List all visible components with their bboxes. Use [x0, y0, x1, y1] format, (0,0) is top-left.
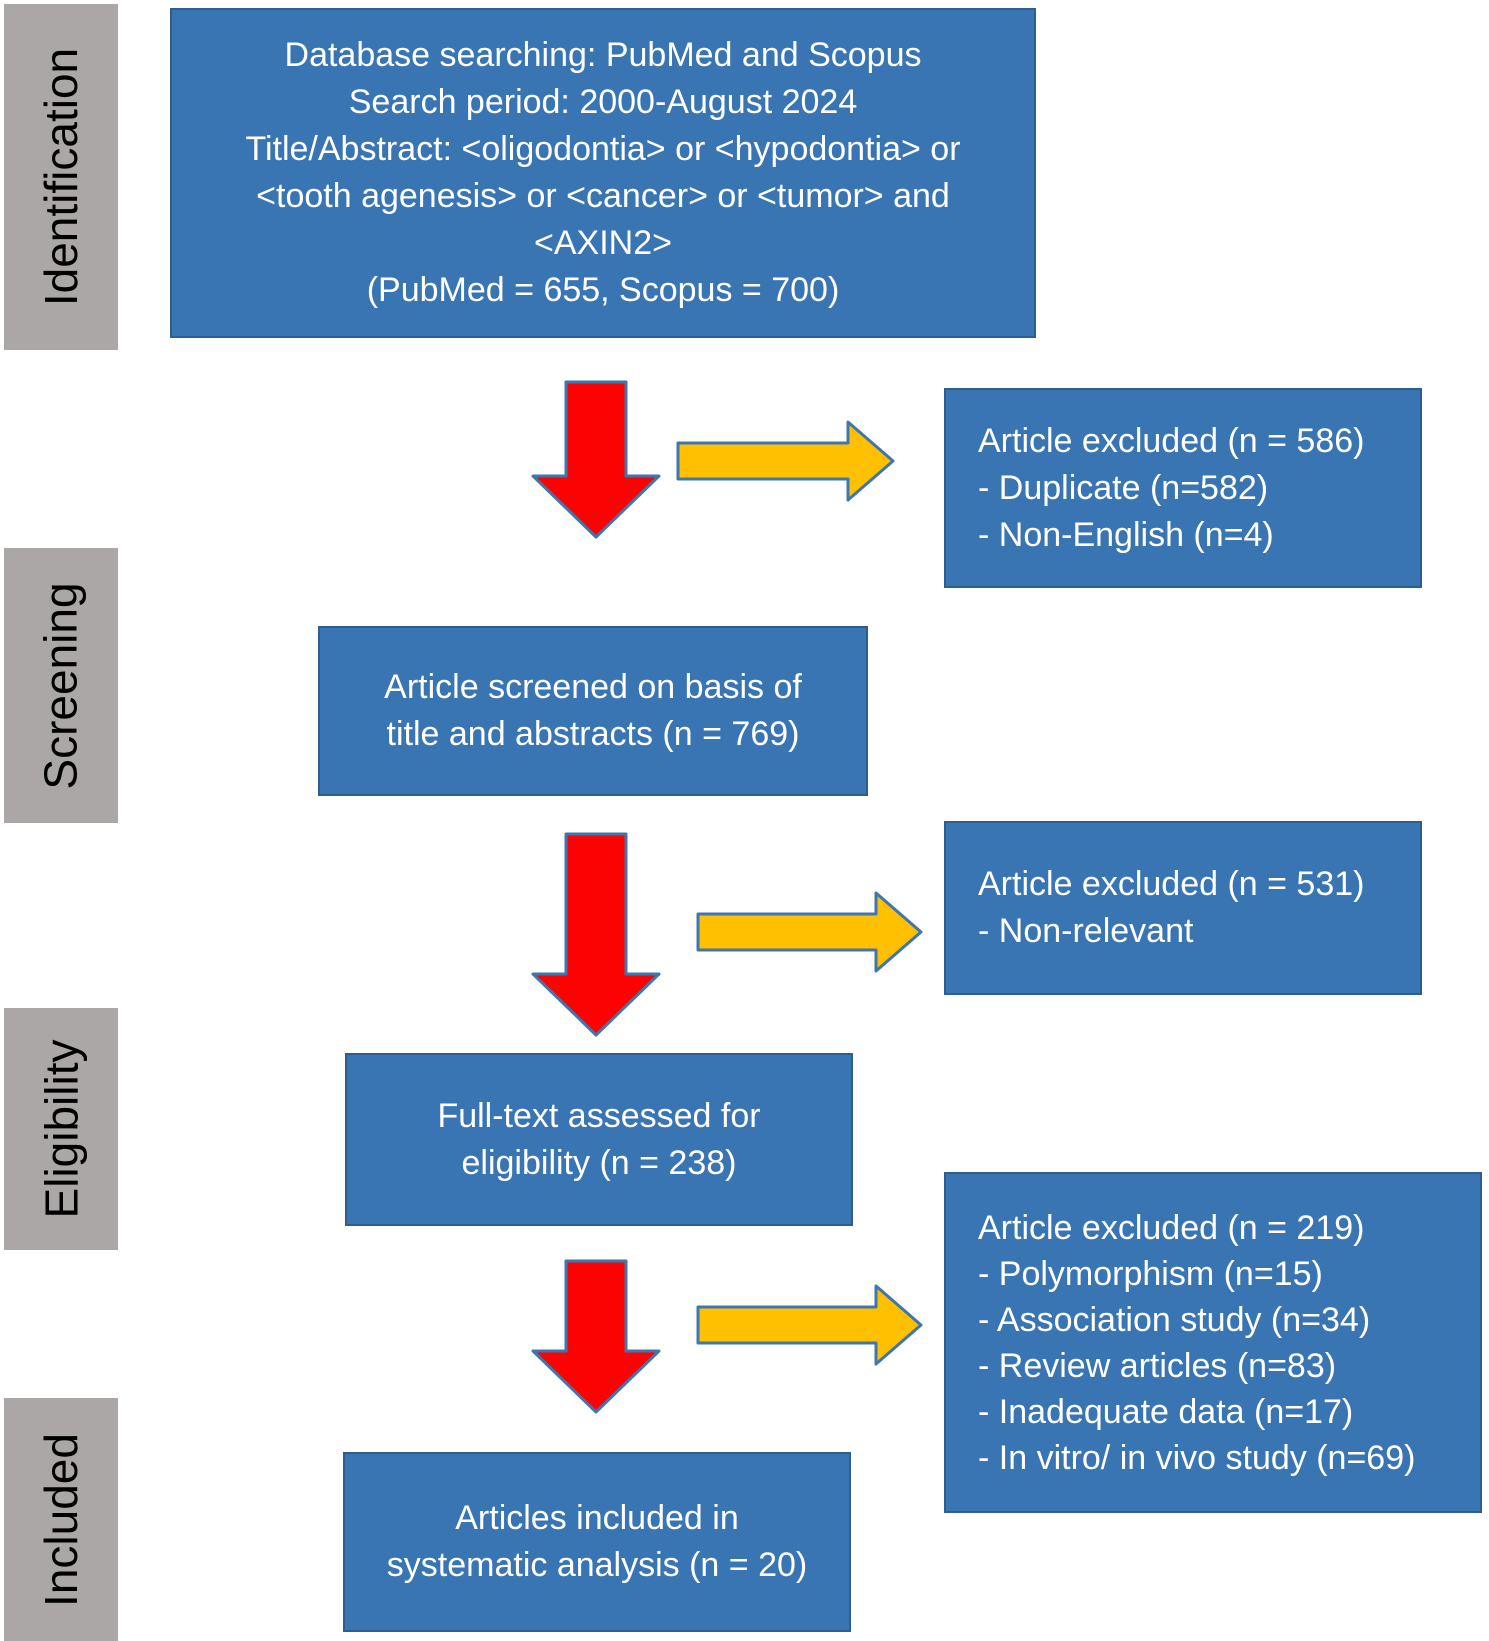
fulltext-box: Full-text assessed for eligibility (n = … [345, 1053, 853, 1226]
right-arrow-icon [696, 891, 923, 973]
identification-box: Database searching: PubMed and Scopus Se… [170, 8, 1036, 338]
stage-label-text: Screening [35, 581, 88, 790]
stage-label-text: Identification [35, 47, 87, 307]
box-text-line: - Association study (n=34) [978, 1300, 1371, 1339]
stage-label-text: Eligibility [35, 1039, 88, 1219]
box-text-line: Article screened on basis of [384, 668, 802, 706]
box-text-line: Articles included in [455, 1499, 739, 1537]
box-text-line: (PubMed = 655, Scopus = 700) [366, 271, 840, 309]
stage-label-eligibility: Eligibility [4, 1008, 118, 1250]
stage-label-text: Included [35, 1432, 88, 1607]
box-text-line: eligibility (n = 238) [461, 1143, 737, 1182]
box-text-line: - Duplicate (n=582) [978, 468, 1269, 507]
excluded-relevance-box: Article excluded (n = 531) - Non-relevan… [944, 821, 1422, 995]
box-text-line: title and abstracts (n = 769) [386, 715, 800, 753]
stage-label-included: Included [4, 1398, 118, 1641]
right-arrow-icon [676, 420, 895, 502]
excluded-fulltext-box: Article excluded (n = 219) - Polymorphis… [944, 1172, 1482, 1513]
stage-label-screening: Screening [4, 548, 118, 823]
box-text-line: Article excluded (n = 531) [978, 865, 1365, 903]
box-text-line: <AXIN2> [534, 224, 672, 262]
box-text-line: - Inadequate data (n=17) [978, 1392, 1354, 1431]
box-text-line: <tooth agenesis> or <cancer> or <tumor> … [256, 177, 950, 215]
box-text-line: Search period: 2000-August 2024 [348, 83, 858, 121]
box-text-line: - Review articles (n=83) [978, 1346, 1337, 1385]
box-text-line: Article excluded (n = 219) [978, 1208, 1365, 1247]
screened-box: Article screened on basis of title and a… [318, 626, 868, 796]
right-arrow-icon [696, 1284, 923, 1366]
down-arrow-icon [531, 1259, 661, 1414]
box-text-line: - In vitro/ in vivo study (n=69) [978, 1438, 1416, 1477]
box-text-line: Database searching: PubMed and Scopus [284, 36, 922, 74]
stage-label-identification: Identification [4, 4, 118, 350]
excluded-screening-box: Article excluded (n = 586) - Duplicate (… [944, 388, 1422, 588]
down-arrow-icon [531, 832, 661, 1037]
box-text-line: Full-text assessed for [437, 1096, 761, 1135]
included-box: Articles included in systematic analysis… [343, 1452, 851, 1632]
box-text-line: - Non-English (n=4) [978, 515, 1274, 554]
box-text-line: - Polymorphism (n=15) [978, 1254, 1323, 1293]
box-text-line: systematic analysis (n = 20) [386, 1546, 808, 1584]
box-text-line: - Non-relevant [978, 912, 1194, 950]
box-text-line: Article excluded (n = 586) [978, 421, 1365, 460]
box-text-line: Title/Abstract: <oligodontia> or <hypodo… [245, 130, 961, 168]
down-arrow-icon [531, 380, 661, 539]
